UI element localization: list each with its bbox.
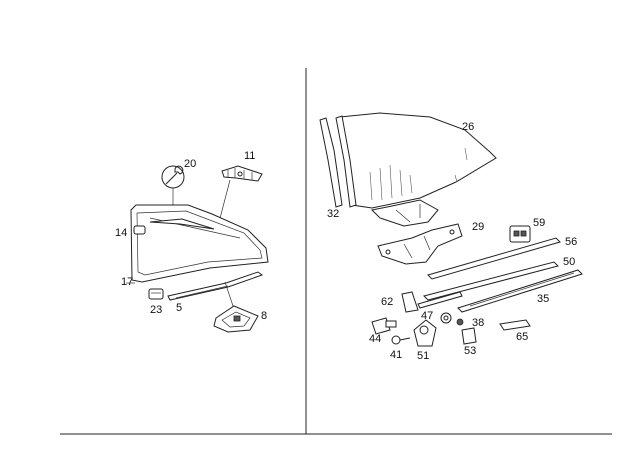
part-11-clip-bracket	[217, 165, 263, 227]
part-label-32: 32	[327, 208, 340, 220]
part-label-35: 35	[537, 293, 550, 305]
part-47-strip	[417, 291, 463, 309]
part-label-47: 47	[421, 310, 434, 322]
part-5-lower-strip	[167, 271, 264, 301]
part-17-quarter-window	[126, 204, 269, 284]
part-glass-bracket	[370, 199, 439, 227]
part-38-small-clip	[456, 318, 464, 326]
part-56-rail	[427, 237, 561, 280]
part-41-screw	[391, 335, 411, 345]
part-44-plug	[371, 317, 397, 335]
part-label-17: 17	[121, 276, 134, 288]
part-47-roller	[440, 312, 452, 324]
part-53-block	[461, 327, 477, 345]
part-29-lifting-bracket	[377, 223, 463, 265]
part-label-26: 26	[462, 121, 475, 133]
part-seal-strip-upper	[149, 218, 215, 230]
part-59-clip	[509, 225, 531, 243]
part-label-44: 44	[369, 333, 382, 345]
part-label-65: 65	[516, 331, 529, 343]
part-label-53: 53	[464, 345, 477, 357]
part-50-rail	[423, 261, 559, 301]
part-label-56: 56	[565, 236, 578, 248]
part-23-small-clip	[148, 288, 164, 300]
part-20-wrench-icon	[161, 165, 185, 206]
part-35-rail	[457, 269, 583, 313]
part-label-29: 29	[472, 221, 485, 233]
part-label-51: 51	[417, 350, 430, 362]
part-label-20: 20	[184, 158, 197, 170]
part-65-pad	[499, 319, 531, 331]
part-label-11: 11	[244, 150, 256, 162]
part-label-50: 50	[563, 256, 576, 268]
part-label-8: 8	[261, 310, 268, 322]
part-label-41: 41	[390, 349, 403, 361]
part-8-mounting-plate	[213, 281, 259, 333]
part-label-23: 23	[150, 304, 163, 316]
part-label-14: 14	[115, 227, 128, 239]
part-32-channel-guide	[319, 115, 357, 208]
part-14-clip	[133, 225, 146, 235]
part-51-roller-bracket	[413, 319, 437, 347]
part-label-5: 5	[176, 302, 183, 314]
part-label-38: 38	[472, 317, 485, 329]
part-62-wedge	[401, 291, 419, 313]
part-label-62: 62	[381, 296, 394, 308]
part-label-59: 59	[533, 217, 546, 229]
